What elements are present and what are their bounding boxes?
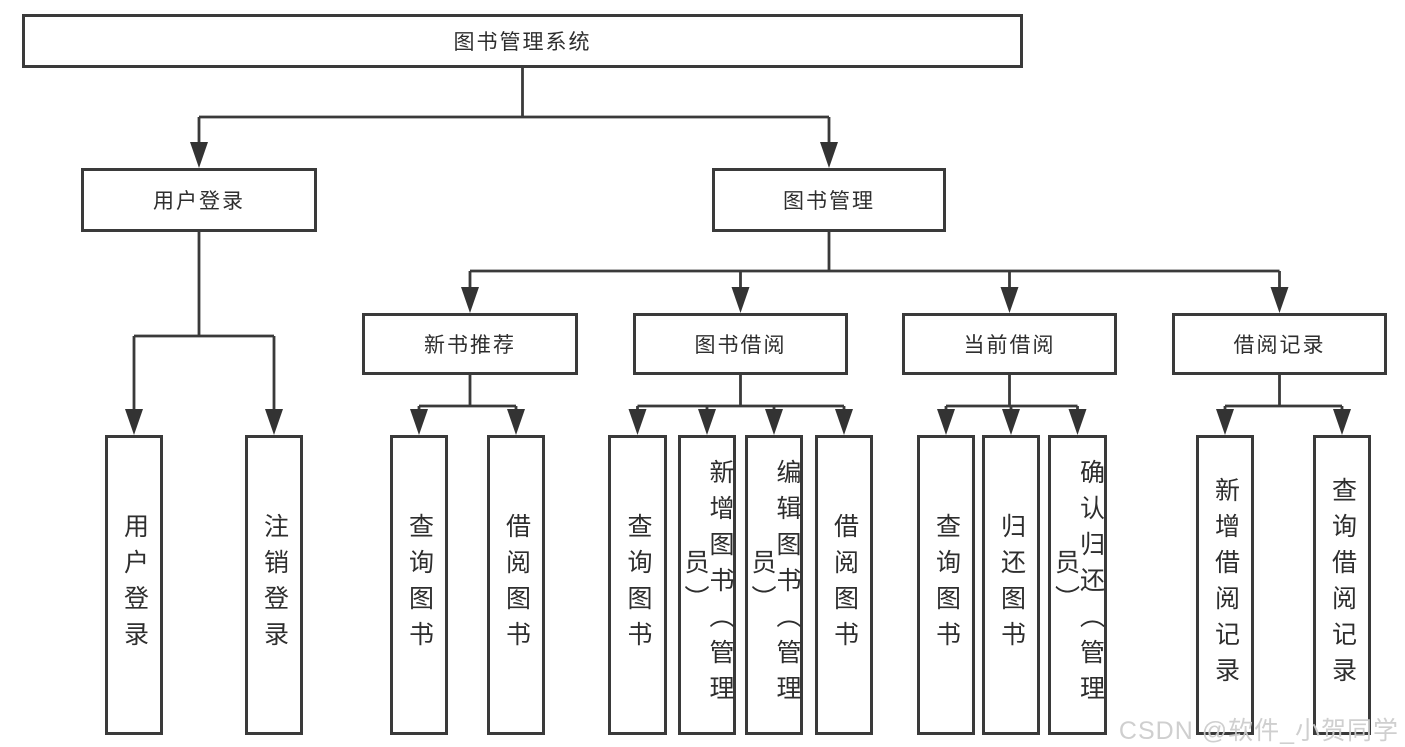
node-new-book-recommend: 新书推荐 — [362, 313, 578, 375]
csdn-watermark: CSDN @软件_小贺同学 — [1118, 717, 1399, 745]
node-leaf-query-books-1: 查询图书 — [390, 435, 448, 735]
node-borrowing-records: 借阅记录 — [1172, 313, 1387, 375]
node-leaf-logout: 注销登录 — [245, 435, 303, 735]
node-current-borrowing: 当前借阅 — [902, 313, 1117, 375]
node-leaf-user-login: 用户登录 — [105, 435, 163, 735]
node-leaf-add-borrow-record: 新增借阅记录 — [1196, 435, 1254, 735]
node-leaf-edit-books-admin: 编辑图书（管理员） — [745, 435, 803, 735]
arrowheads — [125, 142, 1351, 435]
node-book-management: 图书管理 — [712, 168, 946, 232]
node-leaf-confirm-return-admin: 确认归还（管理员） — [1048, 435, 1107, 735]
node-leaf-query-borrow-record: 查询借阅记录 — [1313, 435, 1371, 735]
node-leaf-return-books: 归还图书 — [982, 435, 1040, 735]
node-leaf-add-books-admin: 新增图书（管理员） — [678, 435, 736, 735]
node-book-borrowing: 图书借阅 — [633, 313, 848, 375]
node-leaf-query-books-2: 查询图书 — [608, 435, 667, 735]
node-leaf-query-books-3: 查询图书 — [917, 435, 975, 735]
node-library-management-system: 图书管理系统 — [22, 14, 1023, 68]
node-user-login: 用户登录 — [81, 168, 317, 232]
node-leaf-borrow-books-2: 借阅图书 — [815, 435, 873, 735]
node-leaf-borrow-books-1: 借阅图书 — [487, 435, 545, 735]
